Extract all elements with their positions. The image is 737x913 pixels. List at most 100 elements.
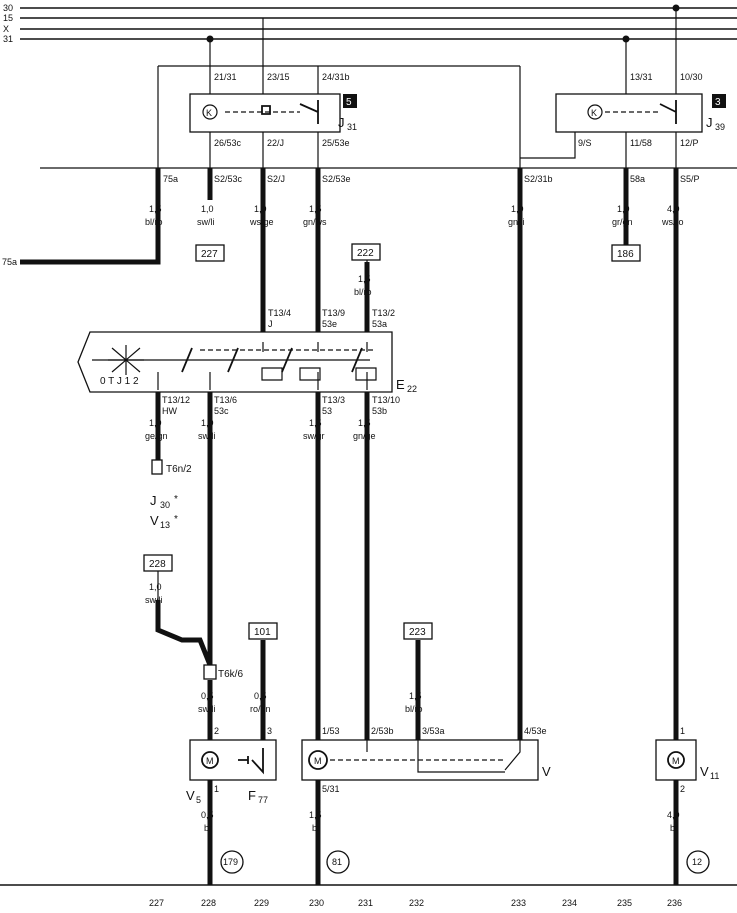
relay-j39-pin-13: 13/31 [630, 72, 653, 82]
bus-bars: 30 15 X 31 [3, 3, 737, 44]
v11-pin-2: 2 [680, 784, 685, 794]
wire-s5p-color: ws/ro [661, 217, 684, 227]
e22-pin-hw: HW [162, 406, 177, 416]
column-234: 234 [562, 898, 577, 908]
row-terminals: 75a S2/53c S2/J S2/53e S2/31b 58a S5/P [163, 174, 700, 184]
e22-pin-53: 53 [322, 406, 332, 416]
wire-53-color: sw/gr [303, 431, 325, 441]
branch-228: 1,0 sw/li T6k/6 [145, 571, 243, 680]
wire-58a-color: gr/gn [612, 217, 633, 227]
column-227: 227 [149, 898, 164, 908]
wire-f77-size: 0,5 [254, 691, 267, 701]
motor-v-pin-3: 3/53a [422, 726, 445, 736]
v5-sub: 5 [196, 795, 201, 805]
relay-j39-pin-9: 9/S [578, 138, 592, 148]
ground-references: 179 81 12 [220, 850, 710, 874]
wire-gnd-v5-color: br [204, 823, 212, 833]
v11-sub: 11 [710, 771, 719, 781]
relay-j31-pin-21: 21/31 [214, 72, 237, 82]
column-230: 230 [309, 898, 324, 908]
v5-name: V [186, 788, 195, 803]
v5-pin-1: 1 [214, 784, 219, 794]
e22-pin-t13-6: T13/6 [214, 395, 237, 405]
wire-gnd-v11-color: br [670, 823, 678, 833]
svg-text:M: M [206, 756, 214, 766]
relay-j39-pin-10: 10/30 [680, 72, 703, 82]
wire-f77-color: ro/gn [250, 704, 271, 714]
relay-j31-name: J [338, 115, 345, 130]
column-229: 229 [254, 898, 269, 908]
wire-gnd-v11-size: 4,0 [667, 810, 680, 820]
motor-v-pin-4: 4/53e [524, 726, 547, 736]
relay-j39-pin-12: 12/P [680, 138, 699, 148]
e22-pin-53b: 53b [372, 406, 387, 416]
column-235: 235 [617, 898, 632, 908]
wire-53c2-color: sw/li [198, 431, 216, 441]
wire-s5p-size: 4,0 [667, 204, 680, 214]
wire-53c-size: 1,0 [201, 204, 214, 214]
wire-hw-color: ge/gn [145, 431, 168, 441]
column-231: 231 [358, 898, 373, 908]
f77-pin-3: 3 [267, 726, 272, 736]
e22-pin-t13-12: T13/12 [162, 395, 190, 405]
v11-pin-1: 1 [680, 726, 685, 736]
relay-j39-pin-11: 11/58 [630, 138, 652, 148]
column-236: 236 [667, 898, 682, 908]
f77-name: F [248, 788, 256, 803]
switch-e22-positions: 0 T J 1 2 [100, 376, 139, 387]
wire-j-color: ws/ge [249, 217, 274, 227]
wire-53b-size: 1,5 [358, 418, 371, 428]
motor-v-pin-1: 1/53 [322, 726, 340, 736]
v13-mark: * [174, 514, 178, 525]
wires: 75a [0, 168, 737, 886]
conn-t6n-label: T6n/2 [166, 464, 192, 475]
terminal-s2-31b: S2/31b [524, 174, 553, 184]
motor-v-name: V [542, 764, 551, 779]
relay-j31-pin-22: 22/J [267, 138, 284, 148]
wire-v5-size: 0,5 [201, 691, 214, 701]
switch-e22-sub: 22 [407, 384, 417, 394]
e22-pin-t13-4: T13/4 [268, 308, 291, 318]
w228-color: sw/li [145, 595, 163, 605]
j30-mark: * [174, 494, 178, 505]
wire-53e-size: 1,5 [309, 204, 322, 214]
wire-gnd-v-color: br [312, 823, 320, 833]
ground-ref-12: 12 [692, 857, 702, 867]
wire-gnd-v5-size: 0,5 [201, 810, 214, 820]
svg-text:K: K [591, 108, 597, 118]
bus-label-30: 30 [3, 3, 13, 13]
relay-j39: K 3 J 39 13/31 10/30 9/S 11/58 12/P [520, 72, 726, 168]
bus-label-15: 15 [3, 13, 13, 23]
conn-t6k-label: T6k/6 [218, 669, 243, 680]
j30-sub: 30 [160, 500, 170, 510]
wire-gnd-v-size: 1,5 [309, 810, 322, 820]
wire-75a-size: 1,5 [149, 204, 162, 214]
relay-j39-name: J [706, 115, 713, 130]
ground-ref-179: 179 [223, 857, 238, 867]
w228-size: 1,0 [149, 582, 162, 592]
svg-text:M: M [672, 756, 680, 766]
e22-pin-53e: 53e [322, 319, 337, 329]
wire-223-size: 1,5 [409, 691, 422, 701]
e22-pin-j: J [268, 319, 273, 329]
terminal-s5-p: S5/P [680, 174, 700, 184]
ref-222: 222 [357, 248, 374, 259]
ref-227: 227 [201, 249, 218, 260]
wire-223-color: bl/ro [405, 704, 423, 714]
ref-186: 186 [617, 249, 634, 260]
column-228: 228 [201, 898, 216, 908]
wire-222-size: 1,5 [358, 274, 371, 284]
washer-pump-v5: M 2 1 3 V 5 F 77 [186, 726, 277, 805]
reference-boxes: 227 186 222 228 101 223 1,5 bl/ro [143, 243, 641, 640]
relay-j31-slot: 5 [346, 97, 352, 108]
e22-pin-53a: 53a [372, 319, 387, 329]
e22-pin-t13-3: T13/3 [322, 395, 345, 405]
j30-name: J [150, 493, 157, 508]
e22-pin-53c: 53c [214, 406, 229, 416]
e22-pin-t13-2: T13/2 [372, 308, 395, 318]
ref-228: 228 [149, 559, 166, 570]
wire-58a-size: 1,0 [617, 204, 630, 214]
wire-j-size: 1,0 [254, 204, 267, 214]
relay-j39-slot: 3 [715, 97, 721, 108]
